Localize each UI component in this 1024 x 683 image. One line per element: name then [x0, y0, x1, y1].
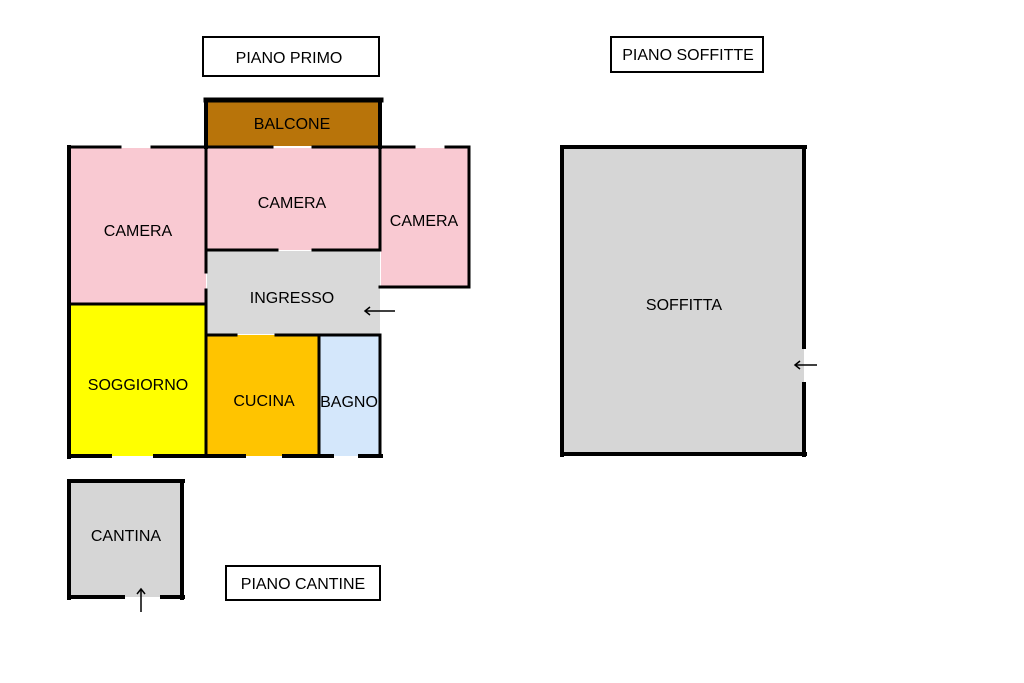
arrow-icon	[136, 587, 146, 612]
arrow-icon	[793, 360, 817, 370]
room-label-camera-center: CAMERA	[258, 195, 327, 212]
floor-label-piano-primo-text: PIANO PRIMO	[236, 50, 343, 67]
floor-label-piano-cantine: PIANO CANTINE	[225, 565, 381, 601]
room-camera-right	[381, 148, 468, 286]
floor-label-piano-soffitte-text: PIANO SOFFITTE	[622, 47, 754, 64]
room-camera-left	[70, 148, 206, 304]
room-label-camera-right: CAMERA	[390, 213, 459, 230]
room-label-cantina: CANTINA	[91, 528, 162, 545]
arrow-icon	[363, 306, 395, 316]
room-label-camera-left: CAMERA	[104, 223, 173, 240]
room-label-ingresso: INGRESSO	[250, 290, 334, 307]
room-soggiorno	[70, 305, 206, 456]
room-label-bagno: BAGNO	[320, 394, 378, 411]
room-ingresso	[207, 251, 380, 334]
room-soffitta	[564, 148, 804, 454]
room-balcone	[207, 101, 380, 146]
floor-label-piano-cantine-text: PIANO CANTINE	[241, 576, 365, 593]
room-label-soffitta: SOFFITTA	[646, 297, 722, 314]
walls-piano-primo	[67, 97, 471, 459]
floor-label-piano-primo: PIANO PRIMO	[202, 36, 380, 77]
room-label-soggiorno: SOGGIORNO	[88, 377, 188, 394]
room-bagno	[319, 335, 380, 456]
room-label-balcone: BALCONE	[254, 116, 330, 133]
room-label-cucina: CUCINA	[233, 393, 295, 410]
walls-piano-cantine	[67, 479, 185, 600]
floor-label-piano-soffitte: PIANO SOFFITTE	[610, 36, 764, 73]
room-camera-center	[207, 148, 380, 250]
walls-piano-soffitte	[560, 145, 807, 457]
room-cantina	[71, 483, 182, 597]
room-cucina	[207, 335, 318, 456]
